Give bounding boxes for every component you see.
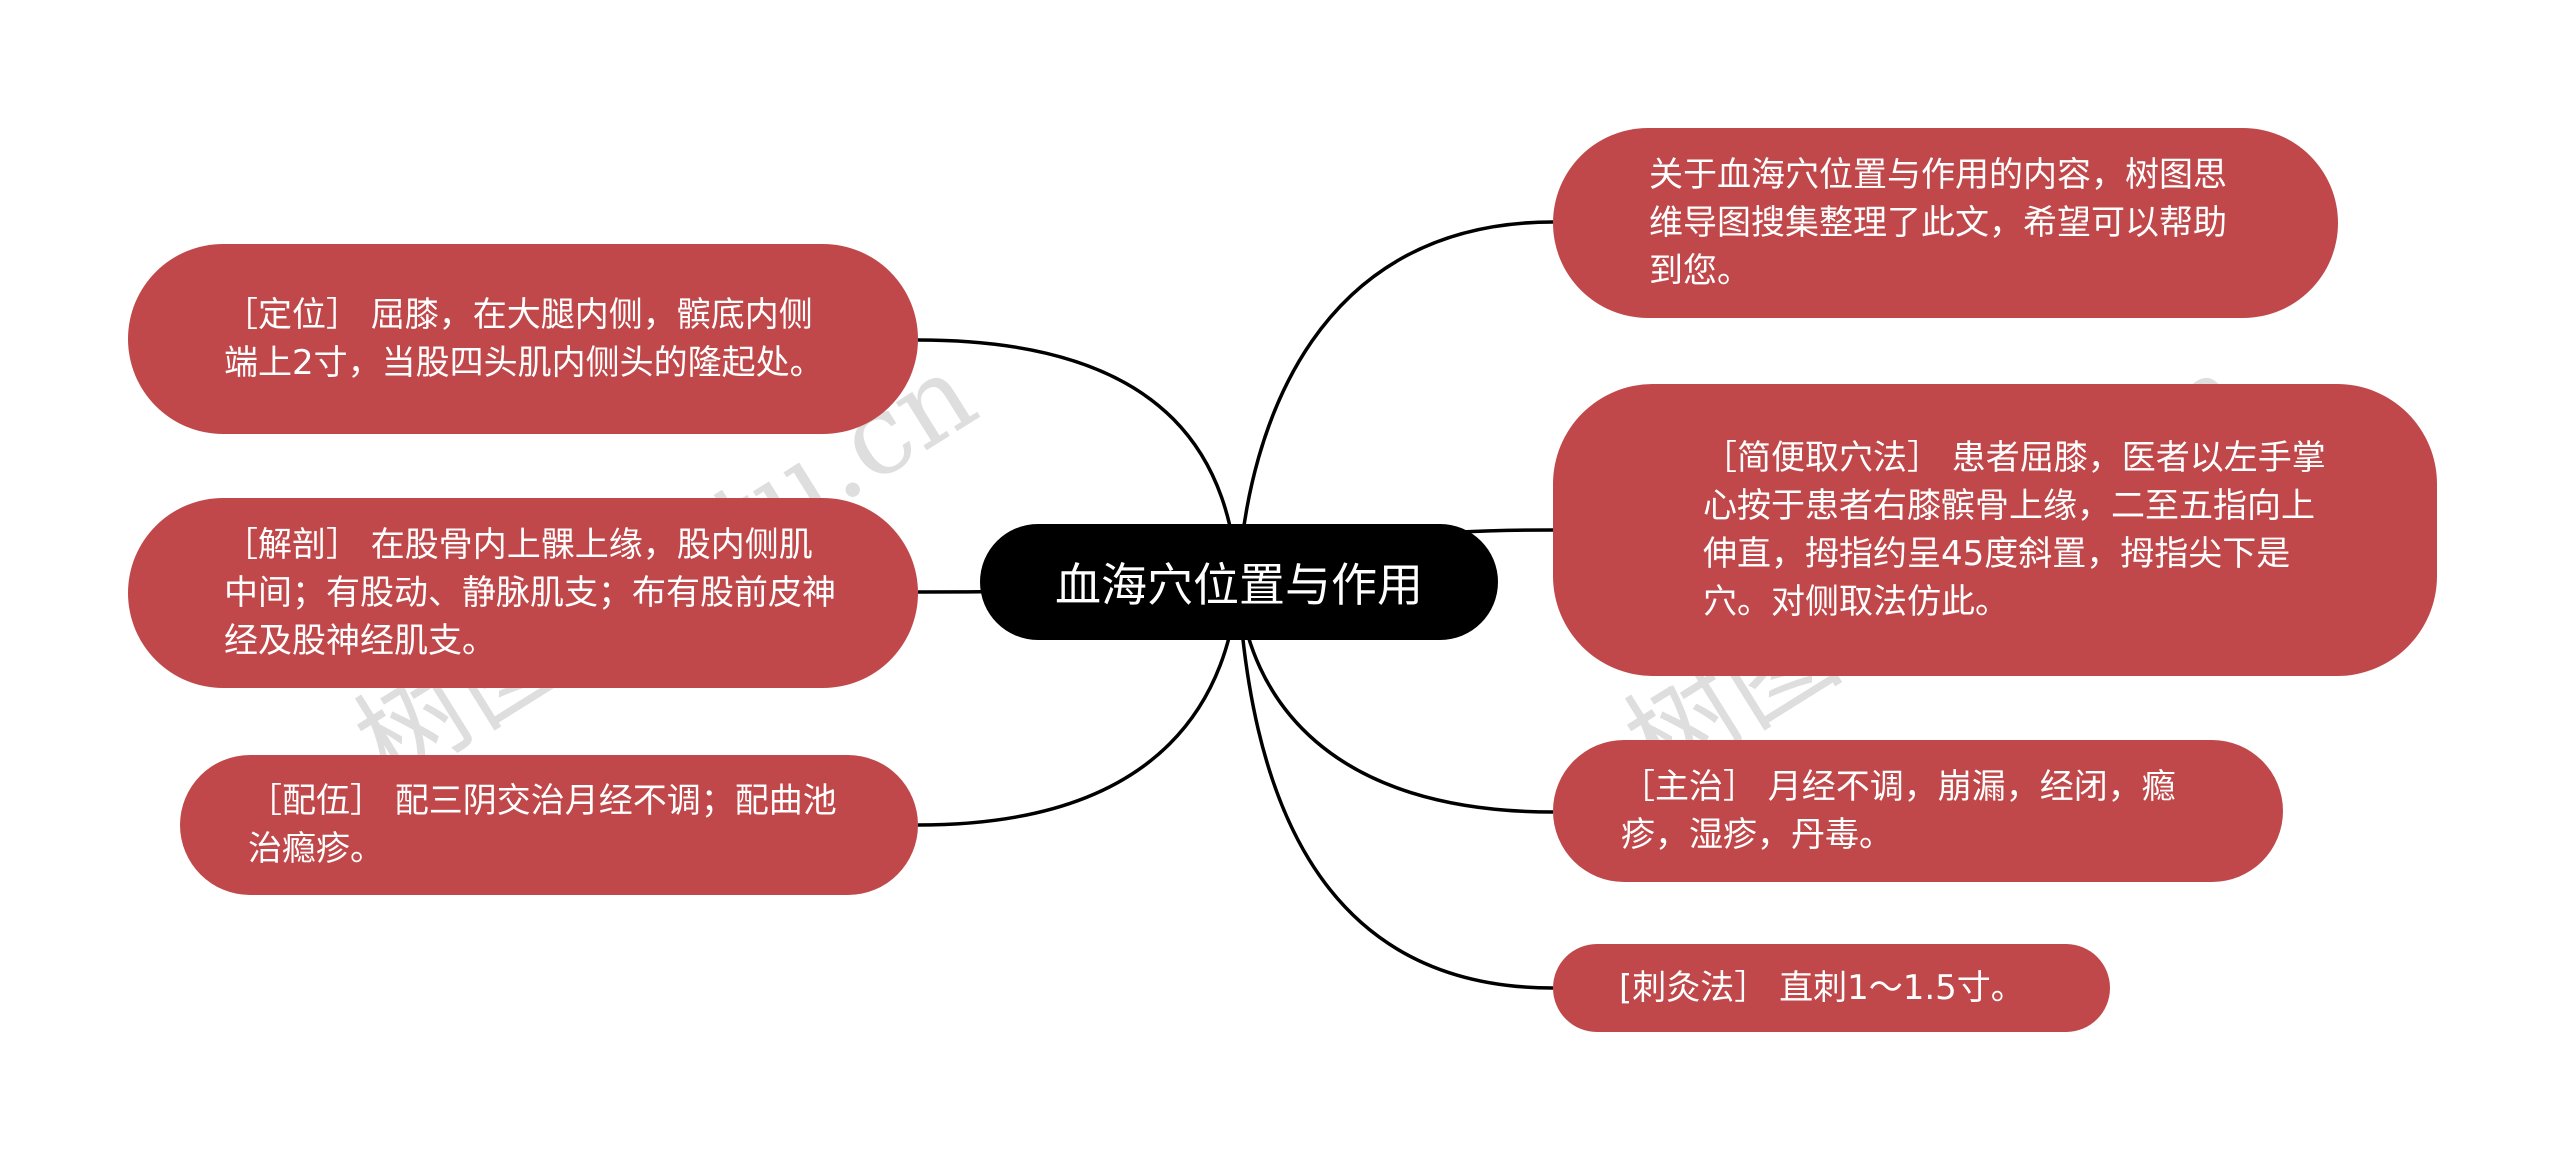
- node-compatibility-text: ［配伍］ 配三阴交治月经不调；配曲池治瘾疹。: [248, 781, 837, 869]
- node-simple-location-text: ［简便取穴法］ 患者屈膝，医者以左手掌心按于患者右膝髌骨上缘，二至五指向上伸直，…: [1703, 438, 2326, 622]
- node-position[interactable]: ［定位］ 屈膝，在大腿内侧，髌底内侧端上2寸，当股四头肌内侧头的隆起处。: [128, 244, 918, 434]
- node-indications-text: ［主治］ 月经不调，崩漏，经闭，瘾疹，湿疹，丹毒。: [1621, 767, 2176, 855]
- link-to-intro: [1236, 220, 1554, 583]
- node-anatomy-text: ［解剖］ 在股骨内上髁上缘，股内侧肌中间；有股动、静脉肌支；布有股前皮神经及股神…: [224, 525, 836, 661]
- node-anatomy[interactable]: ［解剖］ 在股骨内上髁上缘，股内侧肌中间；有股动、静脉肌支；布有股前皮神经及股神…: [128, 498, 918, 688]
- node-intro[interactable]: 关于血海穴位置与作用的内容，树图思维导图搜集整理了此文，希望可以帮助到您。: [1553, 128, 2338, 318]
- node-compatibility[interactable]: ［配伍］ 配三阴交治月经不调；配曲池治瘾疹。: [180, 755, 918, 895]
- node-indications[interactable]: ［主治］ 月经不调，崩漏，经闭，瘾疹，湿疹，丹毒。: [1553, 740, 2283, 882]
- node-simple-location[interactable]: ［简便取穴法］ 患者屈膝，医者以左手掌心按于患者右膝髌骨上缘，二至五指向上伸直，…: [1553, 384, 2437, 676]
- central-topic[interactable]: 血海穴位置与作用: [980, 524, 1498, 640]
- node-acupuncture[interactable]: [刺灸法］ 直刺1～1.5寸。: [1553, 944, 2110, 1032]
- node-position-text: ［定位］ 屈膝，在大腿内侧，髌底内侧端上2寸，当股四头肌内侧头的隆起处。: [224, 295, 824, 383]
- central-topic-label: 血海穴位置与作用: [1055, 558, 1423, 612]
- node-acupuncture-text: [刺灸法］ 直刺1～1.5寸。: [1619, 968, 2025, 1008]
- node-intro-text: 关于血海穴位置与作用的内容，树图思维导图搜集整理了此文，希望可以帮助到您。: [1649, 155, 2227, 291]
- link-to-acupuncture: [1236, 581, 1554, 990]
